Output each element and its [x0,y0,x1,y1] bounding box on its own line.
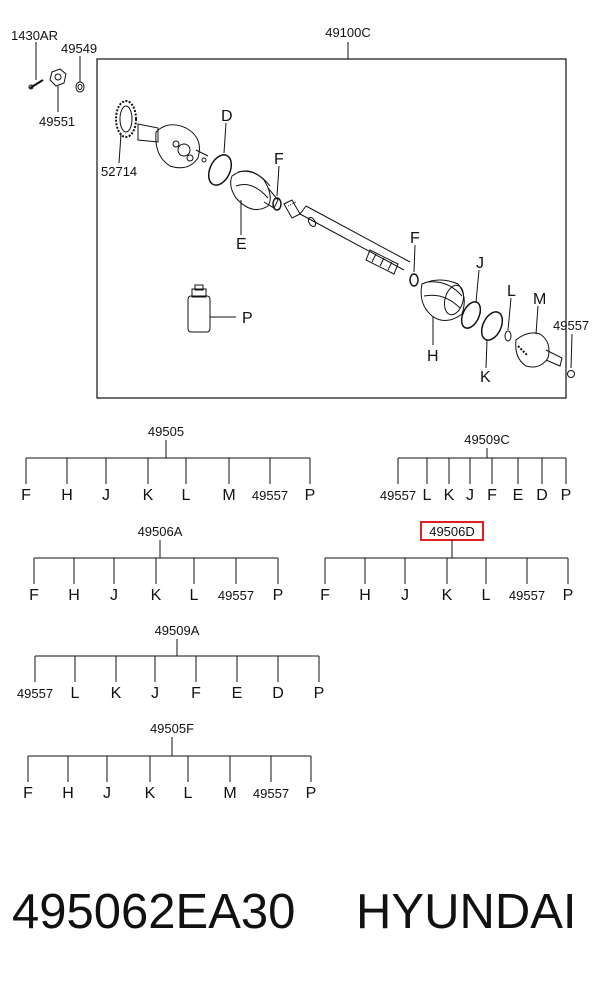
kit-item-label: H [61,487,73,504]
boot-h-drawing [420,279,465,345]
callout-bolt: 1430AR [11,28,58,43]
part-number: 495062EA30 [12,885,295,939]
kit-item-label: D [272,685,284,702]
kit-item-label: L [184,785,193,802]
brand-name: HYUNDAI [356,885,577,939]
kit-tree-49505: 49505F H J K L M 49557 P [21,424,315,504]
kit-item-label: P [306,785,317,802]
kit-item-label: F [23,785,33,802]
kit-item-label: L [182,487,191,504]
kit-code-label: 49506D [429,524,475,539]
kit-item-label: J [103,785,111,802]
kit-item-label: L [190,587,199,604]
kit-item-label: P [561,487,572,504]
kit-item-label: M [223,785,236,802]
kit-item-label: K [145,785,156,802]
callout-clamp-k: K [480,369,491,386]
kit-item-label: P [314,685,325,702]
bolt-drawing [28,42,44,90]
kit-item-label: K [442,587,453,604]
kit-item-label: J [466,487,474,504]
kit-item-label: 49557 [218,588,254,603]
kit-item-label: J [110,587,118,604]
nut-drawing [75,56,85,93]
outer-joint-m-drawing [515,305,563,368]
kit-code-label: 49506A [138,524,183,539]
tone-ring-drawing [115,100,137,164]
kit-item-label: E [232,685,243,702]
kit-item-label: 49557 [253,786,289,801]
kit-item-label: F [487,487,497,504]
kit-item-label: L [71,685,80,702]
kit-item-label: 49557 [380,488,416,503]
kit-item-label: 49557 [252,488,288,503]
exploded-view [28,42,575,399]
kit-item-label: F [320,587,330,604]
clamp-d-drawing [207,154,233,186]
kit-item-label: F [21,487,31,504]
kit-item-label: J [151,685,159,702]
kit-code-label: 49509C [464,432,510,447]
snap-ring-drawing [567,370,575,378]
clamp-j-drawing [460,301,482,329]
kit-item-label: P [273,587,284,604]
kit-tree-49506A: 49506A F H J K L 49557 P [29,524,283,604]
callout-tone-ring: 52714 [101,164,137,179]
callout-outer-joint-m: M [533,291,546,308]
kit-item-label: J [102,487,110,504]
callout-washer: 49551 [39,114,75,129]
clamp-f-inner-drawing [272,197,282,211]
kit-item-label: K [111,685,122,702]
callout-boot-h: H [427,348,439,365]
kit-code-label: 49509A [155,623,200,638]
inner-joint-drawing [137,123,209,169]
kit-tree-49506D: 49506D F H J K L 49557 P [320,521,574,604]
kit-item-label: L [482,587,491,604]
kit-tree-49509A: 49509A 49557 L K J F E D P [17,623,324,702]
kit-item-label: H [62,785,74,802]
callout-clamp-d: D [221,108,233,125]
kit-tree-49505F: 49505F F H J K L M 49557 P [23,721,316,802]
grease-tube-drawing [187,284,236,333]
kit-item-label: P [563,587,574,604]
kit-item-label: K [444,487,455,504]
kit-item-label: F [191,685,201,702]
kit-item-label: K [151,587,162,604]
shaft-drawing [283,199,411,275]
washer-drawing [49,68,67,112]
kit-item-label: F [29,587,39,604]
boot-e-drawing [230,170,279,235]
callout-labels: 49100C 1430AR 49549 49551 52714 D E F F … [11,25,589,386]
callout-circlip-l: L [507,283,516,300]
kit-item-label: P [305,487,316,504]
kit-item-label: J [401,587,409,604]
kit-item-label: H [68,587,80,604]
callout-nut: 49549 [61,41,97,56]
kit-item-label: K [143,487,154,504]
assembly-frame [96,58,567,399]
callout-assembly: 49100C [325,25,371,40]
callout-clamp-f-outer: F [410,230,420,247]
clamp-f-outer-drawing [409,273,419,287]
kit-code-label: 49505 [148,424,184,439]
callout-clamp-f-inner: F [274,151,284,168]
kit-item-label: M [222,487,235,504]
kit-item-label: H [359,587,371,604]
kit-item-label: E [513,487,524,504]
callout-grease: P [242,310,253,327]
callout-snap-ring: 49557 [553,318,589,333]
callout-clamp-j: J [476,255,484,272]
circlip-l-drawing [504,330,512,342]
kit-item-label: 49557 [509,588,545,603]
kit-code-label: 49505F [150,721,194,736]
clamp-k-drawing [480,311,504,341]
kit-item-label: 49557 [17,686,53,701]
kit-item-label: L [423,487,432,504]
kit-item-label: D [536,487,548,504]
callout-boot-e: E [236,236,247,253]
